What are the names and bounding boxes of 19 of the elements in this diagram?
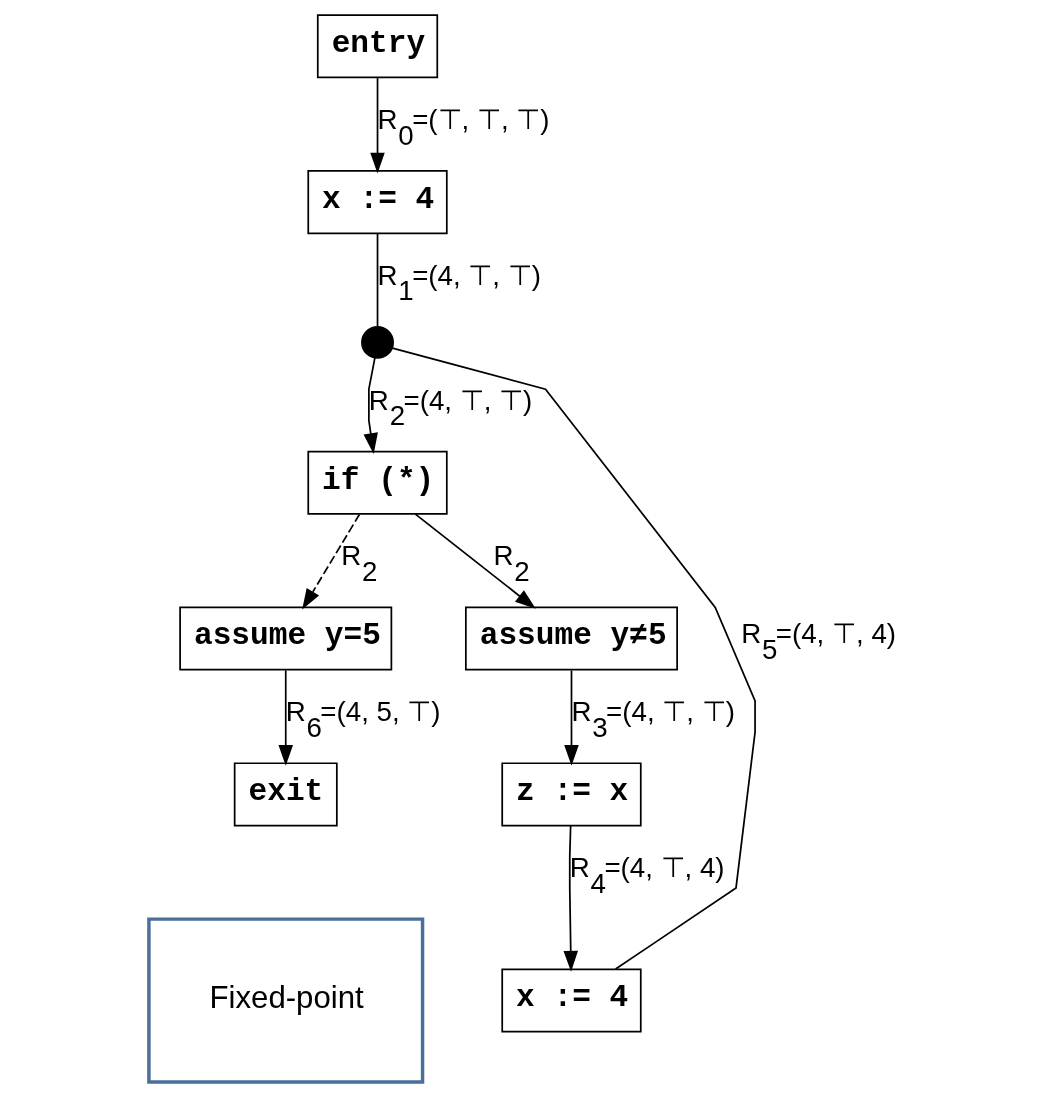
node-box: assume y≠5: [464, 606, 678, 671]
arrow: [363, 357, 378, 454]
arrow: [414, 513, 536, 609]
node-box: entry: [316, 14, 438, 79]
arrow: [277, 669, 293, 766]
arrow: [563, 669, 579, 766]
node-box: x := 4: [306, 170, 448, 235]
node-box: exit: [233, 762, 338, 827]
node-box: z := x: [500, 762, 642, 827]
arrow: [369, 77, 385, 174]
arrow: [562, 824, 578, 972]
node-box: assume y=5: [178, 606, 392, 671]
connector: [391, 347, 756, 970]
node-box: if (*): [306, 450, 448, 515]
arrow: [301, 513, 360, 610]
node-box: x := 4: [500, 968, 642, 1033]
node-box: Fixed-point: [146, 917, 424, 1084]
node-circle: [360, 325, 394, 359]
connector: [376, 232, 378, 328]
